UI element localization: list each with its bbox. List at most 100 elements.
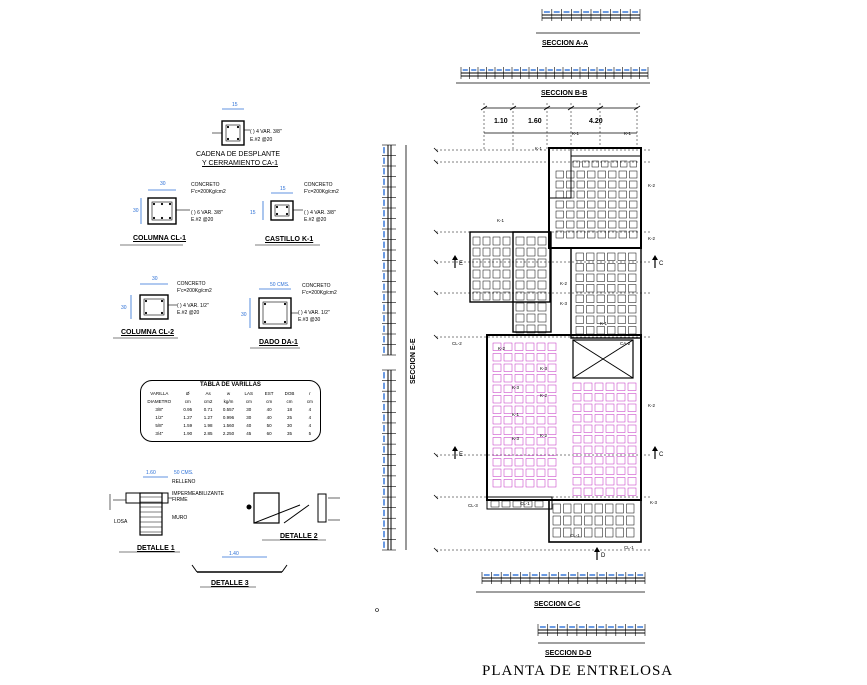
slab-cell [566,200,575,209]
slab-cell [587,230,596,239]
rebar-table-header-cell: As [205,391,211,396]
plan-wall [570,147,642,157]
slab-cell [594,503,603,514]
slab-cell [537,258,547,268]
slab-cell [607,263,616,272]
slab-cell [618,180,627,189]
slab-cell [526,236,536,246]
slab-cell-lower [594,414,604,423]
slab-cell [523,500,533,508]
slab-cell [629,190,638,199]
slab-cell [628,263,637,272]
slab-cell [587,200,596,209]
k1-estribo: E.#2 @20 [304,217,327,223]
slab-cell [537,302,547,312]
slab-cell-lower [572,445,582,454]
plan-wall [512,231,552,333]
rebar-table-title: TABLA DE VARILLAS [200,382,261,388]
rebar-table-cell: 0.95 [183,407,193,412]
slab-cell [610,160,618,168]
slab-cell [615,503,624,514]
slab-cell [586,294,595,303]
slab-cell [515,258,525,268]
slab-cell [555,210,564,219]
slab-cell [502,258,511,268]
slab-cell [628,252,637,261]
rebar-dot [236,137,240,141]
slab-cell-lower [536,353,546,362]
slab-cell [582,160,590,168]
slab-cell [629,220,638,229]
slab-cell-lower [572,403,582,412]
slab-cell-lower [594,393,604,402]
slab-cell-lower [492,405,502,414]
slab-cell-lower [605,487,615,496]
slab-cell-lower [547,363,557,372]
slab-cell-lower [503,437,513,446]
plan-section-arrow-label: E [459,261,463,267]
slab-cell [492,269,501,279]
slab-cell [596,294,605,303]
slab-cell [629,210,638,219]
cl2-dim-side: 30 [121,305,127,311]
slab-cell-lower [503,363,513,372]
slab-cell-lower [525,342,535,351]
rebar-table-cell: 1.98 [203,423,213,428]
slab-cell [587,190,596,199]
slab-cell-lower [514,479,524,488]
slab-cell [526,313,536,323]
detail1-wall [139,492,163,536]
rebar-table-cell: 1.560 [222,423,235,428]
slab-cell-lower [616,435,626,444]
slab-cell [605,515,614,526]
rebar-table-cell: DIAMETRO [147,399,172,404]
slab-cell [596,252,605,261]
slab-cell [608,200,617,209]
slab-cell [566,210,575,219]
slab-cell [608,180,617,189]
origin-mark [375,608,379,612]
slab-cell [626,527,635,538]
rebar-table-cell: kg/m [223,399,234,404]
slab-cell-lower [492,342,502,351]
slab-cell-lower [492,437,502,446]
slab-cell-lower [572,487,582,496]
cadena-note-1: ( ) 4 VAR. 3/8" [250,129,282,135]
rebar-table-cell: 40 [266,415,272,420]
slab-cell [472,280,481,290]
slab-cell [607,326,616,335]
cl1-dim-side: 30 [133,208,139,214]
slab-cell [575,284,584,293]
slab-cell [575,315,584,324]
rebar-table-header-cell: w [226,391,231,396]
slab-cell [586,305,595,314]
slab-cell [515,247,525,257]
cl1-fc: F'c=200Kg/cm2 [191,189,226,195]
slab-cell-lower [627,466,637,475]
slab-cell [628,326,637,335]
slab-cell [607,252,616,261]
rebar-dot [160,216,164,220]
slab-cell [628,315,637,324]
detail3-hook [281,564,288,573]
slab-cell [502,291,511,301]
plan-column-tag: CL-3 [468,503,478,508]
slab-cell [618,190,627,199]
detail1-relleno: RELLENO [172,479,196,485]
slab-cell [575,294,584,303]
cadena-title-1: CADENA DE DESPLANTE [196,151,281,158]
plan-column-tag: K-2 [648,236,656,241]
rebar-table-cell: 1.27 [203,415,213,420]
section-a-label: SECCION A-A [542,40,589,47]
slab-cell [628,273,637,282]
slab-cell-lower [514,437,524,446]
slab-cell-lower [525,437,535,446]
slab-cell [492,247,501,257]
slab-cell-lower [547,384,557,393]
slab-cell-lower [627,393,637,402]
slab-cell [618,210,627,219]
slab-cell [515,269,525,279]
slab-cell [586,252,595,261]
slab-cell [629,180,638,189]
slab-cell-lower [514,447,524,456]
